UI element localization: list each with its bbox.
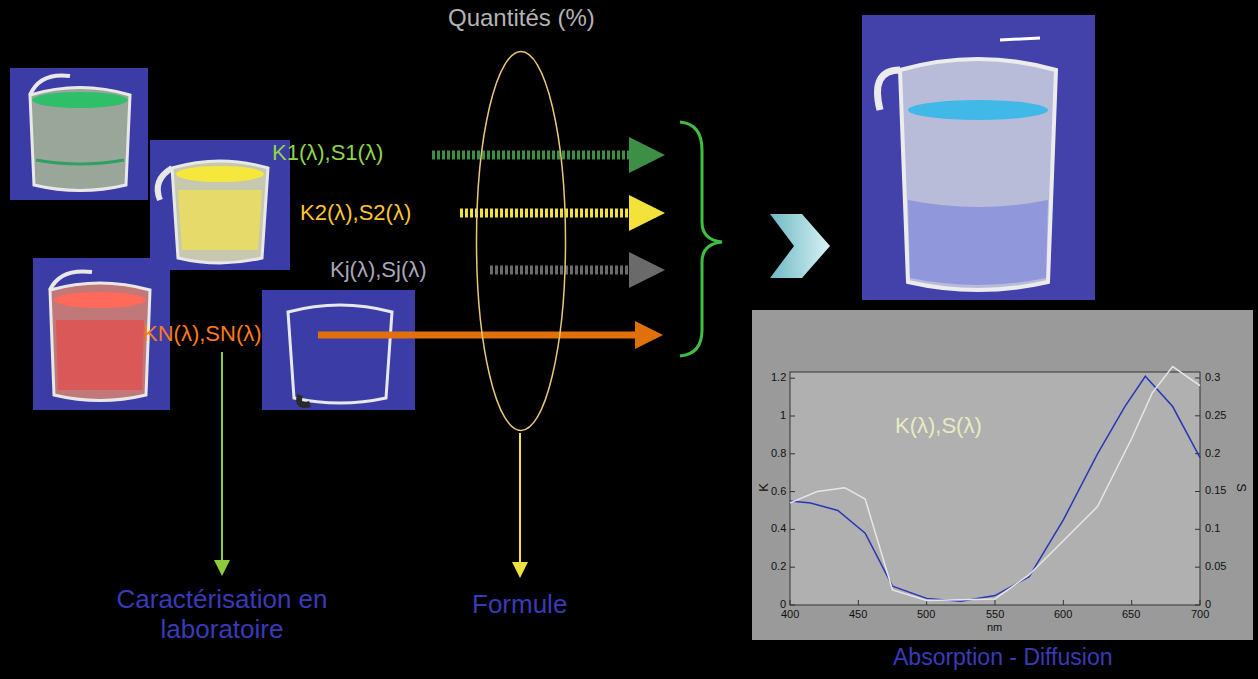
empty-beaker [262,290,415,410]
axis-value: 400 [781,608,799,621]
axis-value: 550 [986,608,1004,621]
coefficient-label: Kj(λ),Sj(λ) [330,257,427,282]
axis-tick [790,453,795,454]
axis-value: 1.2 [771,371,786,384]
chart-title: K(λ),S(λ) [895,413,982,438]
axis-value: 500 [917,608,935,621]
step-label: Formule [472,590,567,620]
brace [680,122,722,356]
axis-tick [1195,529,1200,530]
axis-tick [790,567,795,568]
axis-value: 0.2 [771,560,786,573]
yellow-beaker [150,140,290,270]
coefficient-label: K2(λ),S2(λ) [300,200,411,225]
axis-value: 0.05 [1205,560,1226,573]
axis-value: 600 [1054,608,1072,621]
leader-arrow [519,433,521,574]
result-beaker [862,15,1095,300]
scattering-curve [790,367,1200,601]
axis-value: 0.1 [1205,522,1220,535]
step-label: Caractérisation en laboratoire [92,585,352,645]
ratio-arrow [318,332,656,339]
axis-tick [790,600,791,605]
ratio-arrow [432,151,656,160]
green-beaker [10,68,148,200]
axis-value: 0.2 [1205,447,1220,460]
axis-value: 650 [1122,608,1140,621]
axis-tick [790,605,795,606]
axis-tick [1195,567,1200,568]
axis-tick [858,600,859,605]
coefficient-label: K1(λ),S1(λ) [272,140,383,165]
axis-tick [1131,600,1132,605]
axis-value: 450 [849,608,867,621]
axis-value: 0.15 [1205,484,1226,497]
chart-panel [752,310,1253,640]
ratio-arrow [460,209,656,218]
axis-tick [1195,377,1200,378]
ellipse-shape [477,52,566,431]
leader-arrow [221,352,223,572]
axis-tick [1063,600,1064,605]
quantity-ellipse: Quantités (%) [475,50,567,432]
axis-title: S [1233,483,1248,492]
axis-value: 0.8 [771,447,786,460]
ratio-arrow [490,266,656,275]
axis-tick [790,416,795,417]
chart-caption: Absorption - Diffusion [893,644,1112,670]
ellipse-outline [475,50,567,432]
axis-value: 0.3 [1205,371,1220,384]
absorption-curve [790,376,1200,601]
axis-title: nm [987,621,1002,634]
axis-tick [1195,605,1200,606]
axis-value: 700 [1191,608,1209,621]
axis-value: 1 [780,409,786,422]
chart-panel: K(λ),S(λ)Absorption - Diffusion [752,310,1253,640]
axis-tick [790,491,795,492]
axis-tick [995,600,996,605]
axis-tick [1200,600,1201,605]
axis-tick [1195,491,1200,492]
axis-value: 0.6 [771,485,786,498]
result-arrow [770,214,830,278]
axis-tick [790,378,795,379]
axis-value: 0.4 [771,522,786,535]
ellipse-heading: Quantités (%) [448,4,595,32]
coefficient-label: KN(λ),SN(λ) [143,321,262,346]
axis-tick [790,529,795,530]
axis-title: K [757,483,772,492]
axis-tick [1195,415,1200,416]
axis-value: 0.25 [1205,409,1226,422]
